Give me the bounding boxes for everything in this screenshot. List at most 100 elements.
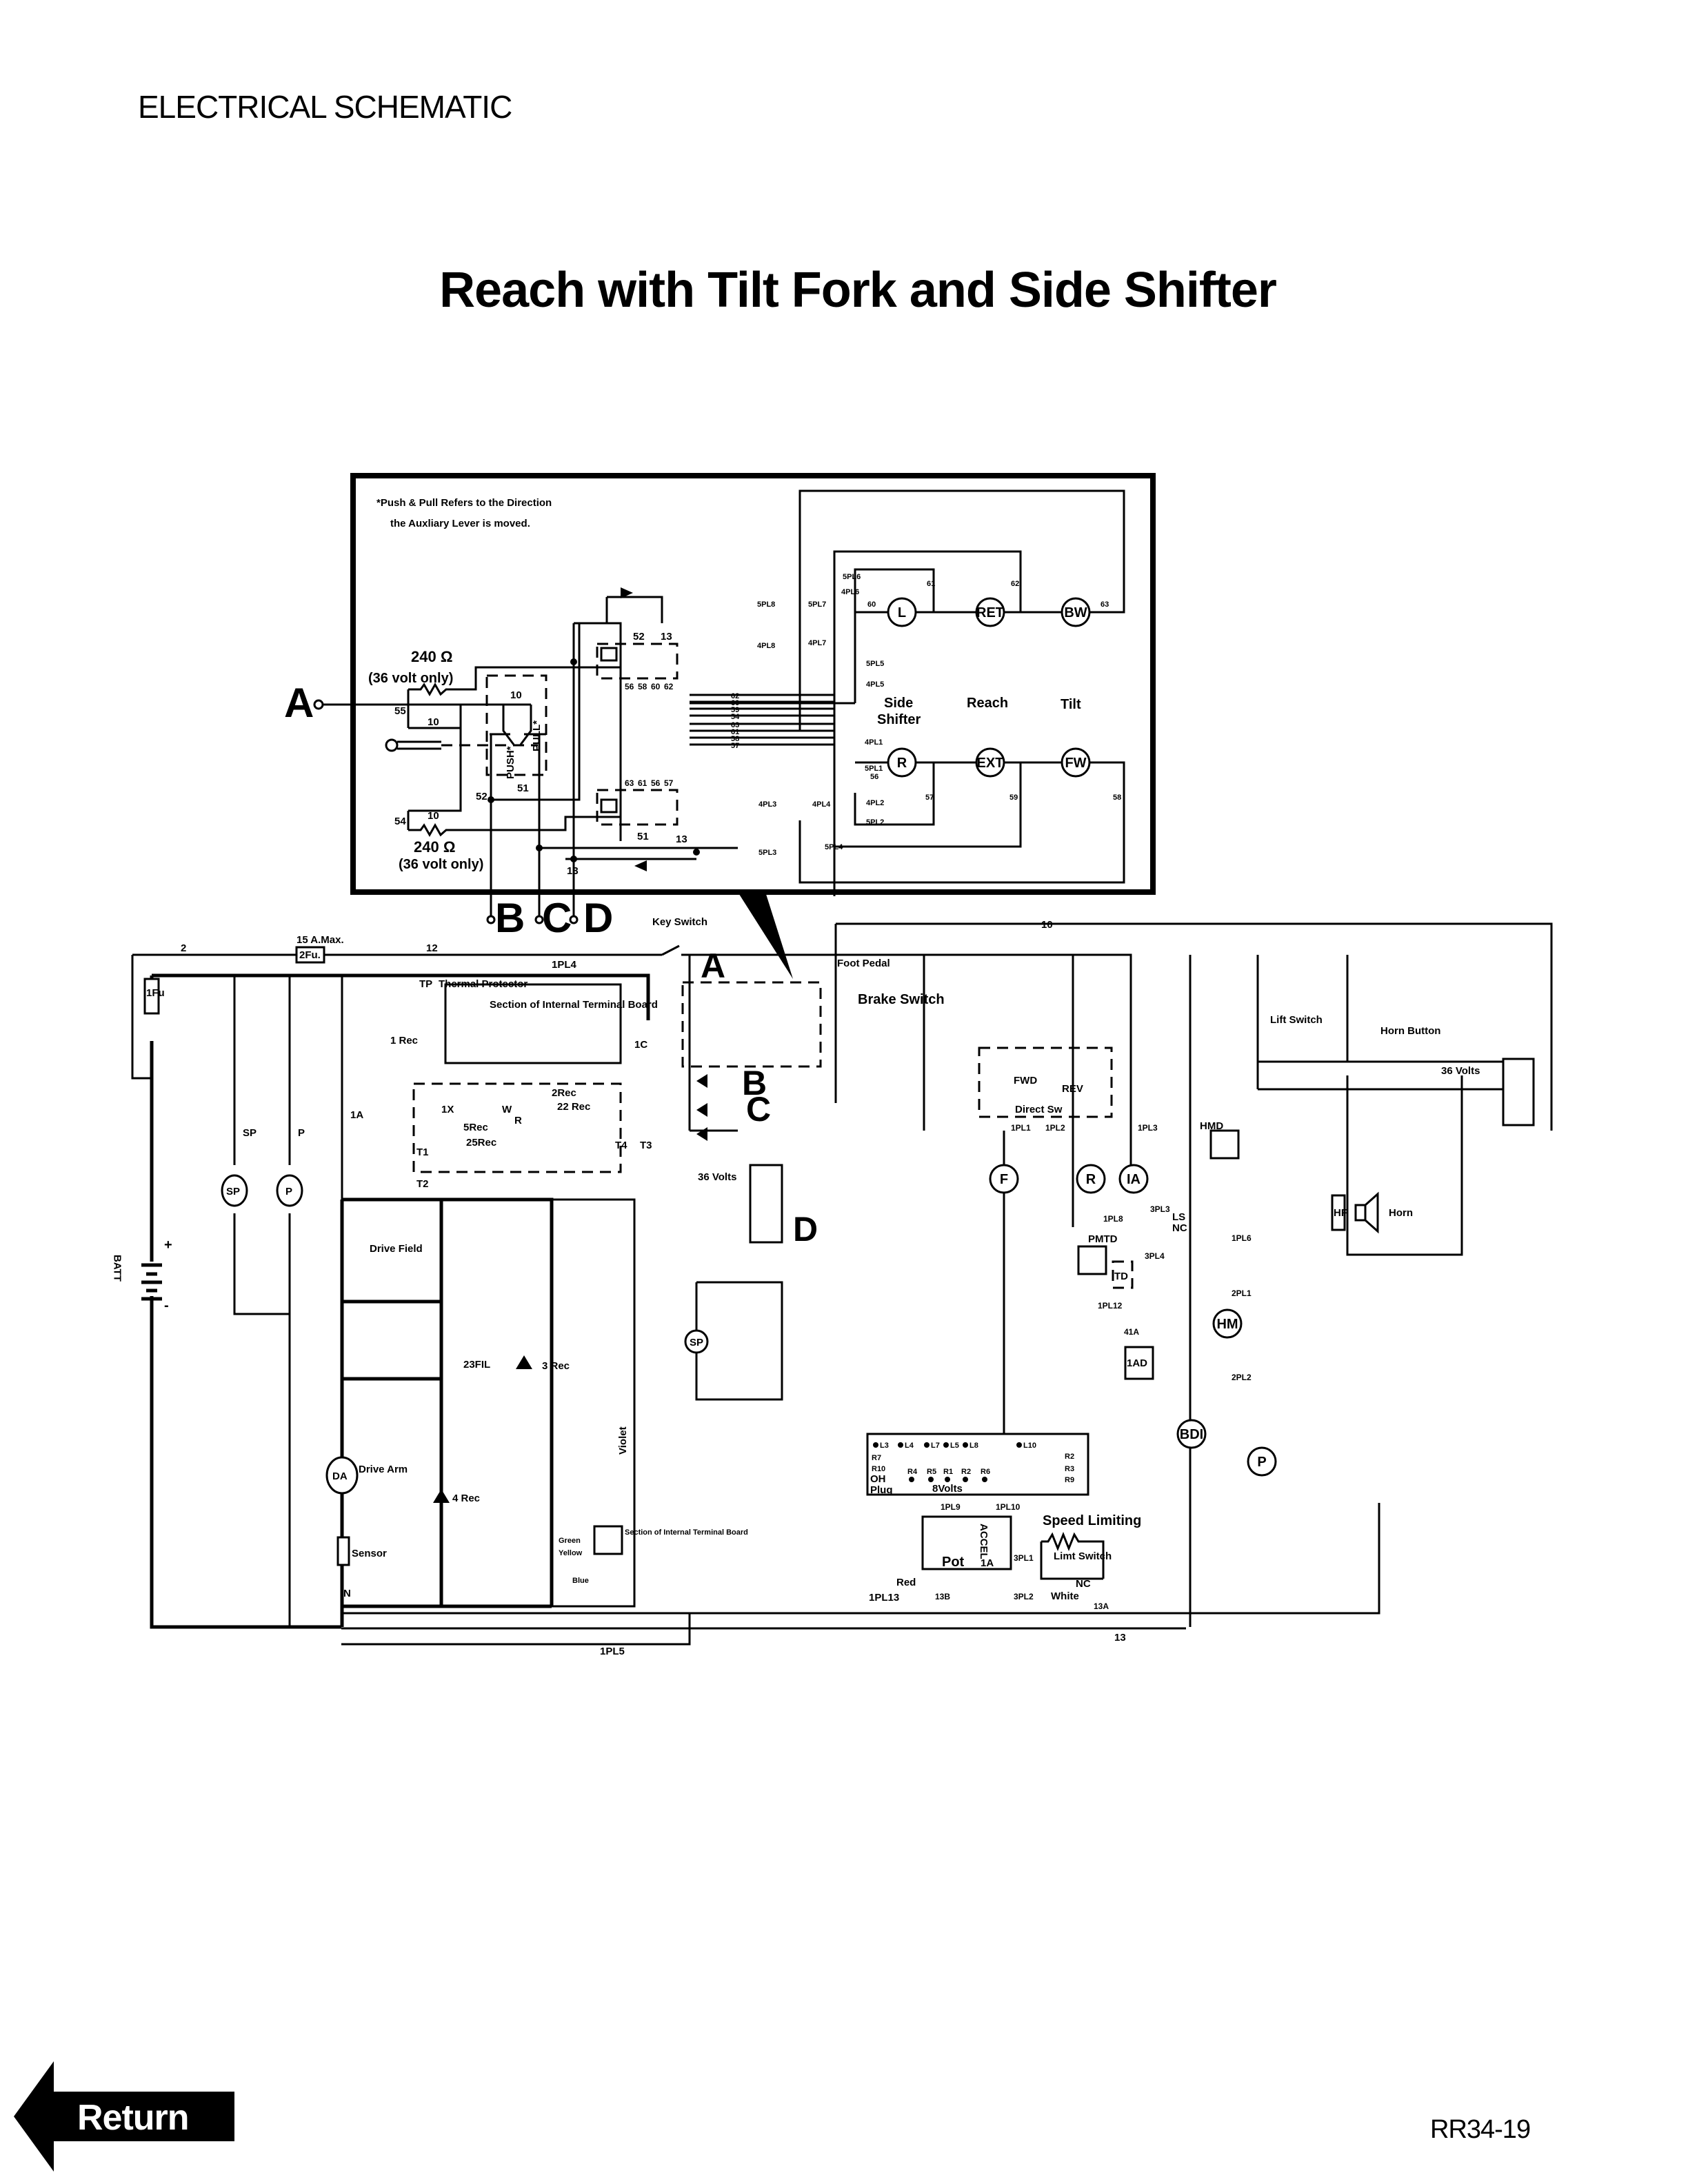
plug-label-1pl12: 1PL12 [1098,1301,1123,1311]
ad-label: 1AD [1127,1357,1147,1369]
tp-label: TP [419,978,432,990]
battery-minus: - [164,1298,169,1313]
coil-wire-label: 59 [1009,793,1018,802]
wire-number: 12 [426,942,438,954]
fuse-2fu [295,946,325,964]
return-button[interactable] [14,2061,241,2172]
coil-ret-label: RET [976,605,1004,620]
plug-label: 5PL3 [758,849,776,857]
capacitor-1c-label: 1C [634,1039,647,1051]
label-tilt: Tilt [1061,697,1081,712]
rec-3-label: 3 Rec [542,1360,570,1372]
return-button-label[interactable]: Return [77,2098,190,2138]
connector-d-label: D [583,895,613,941]
sp-motor [221,1174,248,1207]
contactor-sp: SP [243,1127,257,1139]
card-volts-label: 8Volts [932,1483,963,1495]
fuse-1fu [143,978,160,1015]
plug-label: 1PL4 [552,959,577,971]
page-title: Reach with Tilt Fork and Side Shifter [439,263,1277,318]
wire-violet: Violet [617,1426,629,1455]
ls-label: LS [1172,1211,1185,1223]
inset-note-1: *Push & Pull Refers to the Direction [376,497,552,509]
card-pin [1016,1442,1022,1448]
bus-wire-label: 54 [731,713,740,721]
coil-f-label: F [1000,1172,1008,1187]
brake-switch-label: Brake Switch [858,992,945,1007]
wire-white: White [1051,1590,1079,1602]
wire-label: 52 [476,791,488,802]
bus-wire-label: 61 [731,728,739,736]
coil-bdi-label: BDI [1180,1427,1203,1442]
horn-button-label: Horn Button [1380,1025,1440,1037]
plug-label-3pl4: 3PL4 [1145,1251,1165,1261]
diode-b [696,1074,707,1088]
card-pin-label: R3 [1065,1465,1074,1473]
direct-sw-label: Direct Sw [1015,1104,1063,1115]
wire-number-13b: 13B [935,1592,950,1601]
card-pin-label: R6 [981,1468,990,1476]
terminal-label: 56 [651,778,661,788]
wire-label: 55 [394,705,406,717]
card-pin [898,1442,903,1448]
plug-label: 4PL3 [758,800,776,809]
td-label: TD [1114,1271,1128,1282]
terminal-label: 57 [664,778,674,788]
relay-bottom [596,789,679,826]
fuse-1fu-label: 1Fu [146,987,165,999]
td-module [1112,1260,1134,1289]
bus-wire-label: 63 [731,721,739,729]
coil-bw-label: BW [1064,605,1087,620]
direction-switch [978,1046,1113,1118]
connector-c-label: C [542,895,572,941]
fuse-2fu-label: 2Fu. [299,949,321,961]
sensor-label: Sensor [352,1548,387,1559]
transformer-module [412,1082,622,1173]
wire-number-41a: 41A [1124,1327,1139,1337]
coil-p-label: P [1257,1455,1266,1470]
accel-sw-label: 1A [981,1557,994,1569]
battery-symbol [141,1263,162,1301]
relay-d [749,1164,783,1244]
fil-23-label: 23FIL [463,1359,490,1371]
coil-wire-label: 63 [1101,600,1109,609]
drive-motor [325,1456,359,1495]
transformer-t3: T3 [640,1140,652,1151]
bus-wire-label: 62 [731,692,739,700]
plug-label-3pl2: 3PL2 [1014,1592,1034,1601]
wire-label: 51 [517,782,529,794]
coil-r-label: R [897,756,907,771]
terminal-label: 51 [637,831,649,842]
card-pin-label: R10 [872,1465,885,1473]
connector-b-label: B [495,895,525,941]
drive-motor-label: DA [332,1470,348,1482]
rec-2-label: 2Rec [552,1087,576,1099]
internal-terminal-board-2 [593,1525,623,1555]
coil-r-label: R [1086,1172,1096,1187]
rec-1-label: 1 Rec [390,1035,418,1046]
resistor-top [408,666,621,697]
wire-number-13a: 13A [1094,1601,1109,1611]
label-side: Side [884,696,913,711]
wire-green: Green [559,1537,581,1545]
coil-wire-label: 58 [1113,793,1121,802]
diode-bottom [634,860,647,871]
inset-wiring-bottom [798,761,1125,884]
resistor-bottom-note: (36 volt only) [399,857,483,872]
diode-top [621,587,633,598]
coil-wire-label: 62 [1011,580,1019,588]
plug-label: 5PL6 [843,573,861,581]
wire-label: 10 [428,810,439,822]
plug-label: 1PL13 [869,1592,899,1604]
connector-a-label: A [284,680,314,726]
card-pin [909,1477,914,1482]
rec-22-label: 22 Rec [557,1101,590,1113]
plug-label-1pl2: 1PL2 [1045,1123,1065,1133]
sp-coil-label: SP [690,1337,703,1348]
wire-label: 10 [428,716,439,728]
coil-ia-label: IA [1127,1172,1141,1187]
transformer-t1: T1 [416,1146,429,1158]
plug-label: 4PL5 [866,680,884,689]
label-reach: Reach [967,696,1008,711]
